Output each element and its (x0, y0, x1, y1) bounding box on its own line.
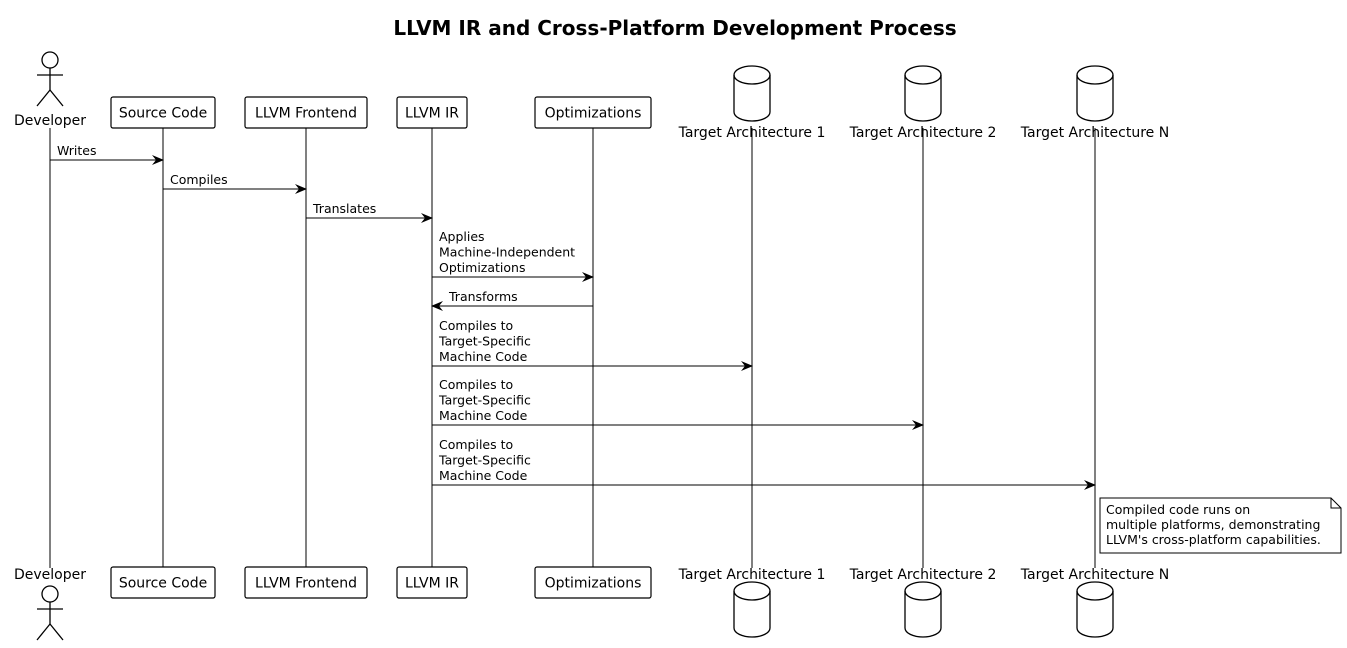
participant-label: Target Architecture 2 (849, 567, 997, 583)
participant-box (396, 96, 468, 129)
participant-t1: Target Architecture 1 (678, 65, 826, 141)
actor-leg-right (49, 623, 64, 641)
note-fold (1330, 498, 1341, 509)
message-label: Translates (312, 201, 376, 216)
participant-tn: Target Architecture N (1020, 567, 1169, 638)
participant-box (110, 96, 216, 129)
participant-ir: LLVM IR (396, 566, 468, 599)
message-label: Machine Code (439, 349, 528, 364)
participant-box (396, 566, 468, 599)
participant-label: Optimizations (545, 106, 642, 122)
database-rim (1076, 590, 1114, 601)
participant-box (110, 566, 216, 599)
database-icon (733, 65, 771, 122)
participant-label: Optimizations (545, 576, 642, 592)
participant-label: LLVM IR (405, 106, 459, 122)
participants-top: Developer Source Code LLVM Frontend LLVM IR… (14, 51, 1169, 141)
database-rim (1076, 74, 1114, 85)
message-label: Applies (439, 229, 485, 244)
participant-opt: Optimizations (534, 96, 652, 129)
actor-developer: Developer (14, 51, 86, 129)
database-rim (733, 590, 771, 601)
message-label: Machine-Independent (439, 245, 575, 260)
database-icon (1076, 581, 1114, 638)
message-label: Compiles to (439, 318, 513, 333)
participant-label: LLVM IR (405, 576, 459, 592)
message-label: Target-Specific (438, 453, 531, 468)
participant-frontend: LLVM Frontend (244, 96, 368, 129)
participant-label: Target Architecture 2 (849, 125, 997, 141)
actor-leg-left (36, 89, 51, 107)
message-label: Optimizations (439, 260, 525, 275)
participant-box (534, 96, 652, 129)
participant-opt: Optimizations (534, 566, 652, 599)
note-text-line: LLVM's cross-platform capabilities. (1106, 532, 1321, 547)
message-label: Machine Code (439, 468, 528, 483)
participant-source: Source Code (110, 566, 216, 599)
database-rim (904, 590, 942, 601)
message-2: Compiles (163, 172, 307, 194)
participant-label: Developer (14, 113, 86, 129)
database-rim (733, 74, 771, 85)
database-rim (904, 74, 942, 85)
note-box (1099, 497, 1342, 554)
message-label: Writes (57, 143, 97, 158)
message-label: Target-Specific (438, 393, 531, 408)
diagram-title: LLVM IR and Cross-Platform Development P… (393, 16, 956, 40)
actor-head-icon (41, 585, 59, 603)
database-icon (904, 581, 942, 638)
message-label: Machine Code (439, 408, 528, 423)
participant-ir: LLVM IR (396, 96, 468, 129)
actor-developer: Developer (14, 567, 86, 641)
participant-t1: Target Architecture 1 (678, 567, 826, 638)
messages: WritesCompilesTranslatesAppliesMachine-I… (50, 143, 1096, 490)
participant-label: Target Architecture N (1020, 125, 1169, 141)
message-label: Transforms (448, 289, 518, 304)
participant-label: Target Architecture 1 (678, 125, 826, 141)
message-label: Compiles (170, 172, 228, 187)
participant-label: Target Architecture N (1020, 567, 1169, 583)
participant-tn: Target Architecture N (1020, 65, 1169, 141)
participant-t2: Target Architecture 2 (849, 65, 997, 141)
participant-t2: Target Architecture 2 (849, 567, 997, 638)
lifelines (49, 128, 1096, 568)
actor-leg-left (36, 623, 51, 641)
message-1: Writes (50, 143, 164, 165)
message-5: Transforms (431, 289, 593, 311)
database-icon (1076, 65, 1114, 122)
participant-label: LLVM Frontend (255, 576, 357, 592)
participant-label: LLVM Frontend (255, 106, 357, 122)
participant-source: Source Code (110, 96, 216, 129)
note-text-line: Compiled code runs on (1106, 502, 1250, 517)
participant-box (244, 96, 368, 129)
participant-box (244, 566, 368, 599)
participant-box (534, 566, 652, 599)
participant-label: Source Code (119, 106, 207, 122)
participant-label: Source Code (119, 576, 207, 592)
participant-label: Developer (14, 567, 86, 583)
note-text-line: multiple platforms, demonstrating (1106, 517, 1320, 532)
actor-leg-right (49, 89, 64, 107)
message-label: Target-Specific (438, 334, 531, 349)
participant-label: Target Architecture 1 (678, 567, 826, 583)
message-label: Compiles to (439, 377, 513, 392)
message-3: Translates (306, 201, 433, 223)
database-icon (733, 581, 771, 638)
message-label: Compiles to (439, 437, 513, 452)
database-icon (904, 65, 942, 122)
actor-head-icon (41, 51, 59, 69)
participant-frontend: LLVM Frontend (244, 566, 368, 599)
